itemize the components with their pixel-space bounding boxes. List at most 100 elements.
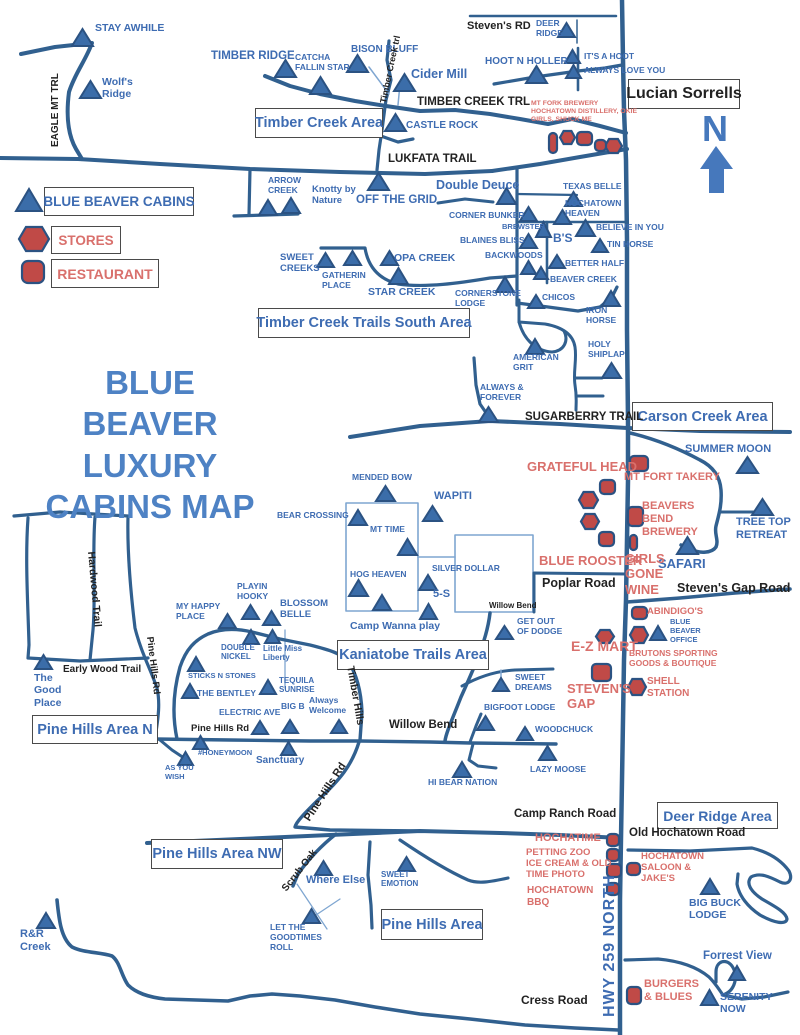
road-old-hochatown bbox=[626, 846, 793, 925]
cabin-marker bbox=[186, 655, 206, 672]
cabin-marker bbox=[494, 274, 516, 293]
label-as-you-wish: AS YOU WISH bbox=[165, 763, 194, 781]
store-marker bbox=[594, 628, 615, 645]
label-burgers-blues: BURGERS & BLUES bbox=[644, 978, 700, 1003]
cabin-marker bbox=[451, 759, 473, 778]
label-poplar-road: Poplar Road bbox=[542, 576, 616, 590]
cabin-marker bbox=[536, 744, 558, 761]
restaurant-marker bbox=[605, 862, 622, 879]
label-lukfata-trail: LUKFATA TRAIL bbox=[388, 153, 477, 165]
label-forrest-view: Forrest View bbox=[703, 950, 772, 962]
cabin-marker bbox=[382, 111, 408, 132]
road-carson-creek-loop bbox=[628, 431, 723, 554]
cabin-marker bbox=[344, 52, 370, 73]
label-steven-s-rd: Steven's RD bbox=[467, 20, 531, 32]
label-shell-station: SHELL STATION bbox=[647, 676, 690, 699]
cabin-marker bbox=[515, 724, 535, 741]
store-marker bbox=[628, 625, 649, 644]
label-grateful-head: GRATEFUL HEAD bbox=[527, 459, 638, 474]
label-hochatown-bbq: HOCHATOWN BBQ bbox=[527, 885, 594, 908]
label-opa-creek: OPA CREEK bbox=[394, 252, 456, 264]
map-title-line2: LUXURY bbox=[82, 446, 218, 484]
label-bear-crossing: BEAR CROSSING bbox=[277, 510, 349, 520]
cabin-marker bbox=[648, 624, 668, 641]
label-chicos: CHICOS bbox=[542, 292, 576, 302]
label-gatherin-place: GATHERIN PLACE bbox=[322, 270, 366, 291]
road-castle-rock bbox=[375, 105, 415, 172]
label-playin-hooky: PLAYIN HOOKY bbox=[237, 581, 269, 602]
label-pine-hills-rd: Pine Hills Rd bbox=[191, 723, 250, 734]
label-eagle-mt-trl: EAGLE MT TRL bbox=[50, 73, 61, 147]
cabin-marker bbox=[600, 288, 622, 307]
cabin-marker bbox=[420, 503, 444, 522]
cabin-marker bbox=[262, 627, 282, 644]
map-title-line3: CABINS MAP bbox=[45, 487, 255, 525]
restaurant-marker bbox=[605, 847, 620, 862]
restaurant-marker bbox=[626, 505, 645, 528]
label-double-deuce: Double Deuce bbox=[436, 178, 520, 192]
cabin-marker bbox=[532, 265, 550, 280]
label-timber-ridge: TIMBER RIDGE bbox=[211, 50, 295, 62]
cabin-marker bbox=[35, 910, 57, 929]
north-arrow-icon bbox=[700, 146, 733, 193]
label-hog-heaven: HOG HEAVEN bbox=[350, 569, 407, 579]
store-marker bbox=[577, 490, 600, 509]
area-box-kaniatobe-trails-area: Kaniatobe Trails Area bbox=[337, 640, 489, 670]
cabin-marker bbox=[341, 249, 363, 266]
label-mended-bow: MENDED BOW bbox=[352, 472, 412, 482]
cabin-marker bbox=[523, 63, 549, 84]
label-always-love-you: ALWAYS LOVE YOU bbox=[584, 65, 666, 75]
cabin-marker bbox=[491, 675, 511, 692]
label-tequila-sunrise: TEQUILA SUNRISE bbox=[279, 676, 315, 695]
label-backwoods: BACKWOODS bbox=[485, 250, 543, 260]
compass-north-label: N bbox=[702, 108, 728, 149]
label-sticks-n-stones: STICKS N STONES bbox=[188, 671, 256, 680]
label-serenity-now: SERENITY NOW bbox=[720, 991, 773, 1016]
cabin-marker bbox=[494, 186, 518, 205]
area-box-lucian-sorrells: Lucian Sorrells bbox=[626, 79, 742, 109]
road-eagle-mt-trl bbox=[19, 41, 94, 161]
label-silver-dollar: SILVER DOLLAR bbox=[432, 563, 500, 573]
label-always-welcome: Always Welcome bbox=[309, 695, 347, 716]
legend-restaurant-label: RESTAURANT bbox=[51, 259, 159, 288]
cabin-marker bbox=[257, 197, 279, 216]
restaurant-marker bbox=[605, 832, 620, 847]
label-b-s: B'S bbox=[553, 231, 573, 245]
label-lazy-moose: LAZY MOOSE bbox=[530, 764, 587, 774]
store-marker bbox=[579, 512, 600, 531]
cabin-marker bbox=[32, 653, 54, 670]
store-marker bbox=[558, 129, 577, 146]
cabin-marker bbox=[562, 47, 582, 64]
cabin-marker bbox=[395, 855, 417, 872]
map-title: BLUE BEAVER LUXURY CABINS MAP bbox=[38, 362, 262, 527]
label-knotty-by-nature: Knotty by Nature bbox=[312, 184, 356, 207]
label-hochatown-saloon-jake-s: HOCHATOWN SALOON & JAKE'S bbox=[641, 851, 704, 885]
road-timber-creek-trl-vertical bbox=[383, 39, 393, 109]
cabin-marker bbox=[518, 258, 538, 275]
cabin-marker bbox=[699, 876, 721, 895]
cabin-marker bbox=[239, 603, 261, 620]
label-bison-bluff: BISON BLUFF bbox=[351, 44, 419, 55]
area-box-deer-ridge-area: Deer Ridge Area bbox=[657, 802, 778, 829]
cabin-marker bbox=[727, 964, 747, 981]
label-stay-awhile: STAY AWHILE bbox=[95, 22, 165, 34]
label-mt-time: MT TIME bbox=[370, 524, 405, 534]
road-american-grit-hook bbox=[517, 320, 568, 354]
label-arrow-creek: ARROW CREEK bbox=[268, 175, 302, 196]
cabin-marker bbox=[77, 78, 103, 99]
restaurant-marker bbox=[630, 605, 649, 620]
label-sanctuary: Sanctuary bbox=[256, 755, 305, 766]
cabin-marker bbox=[517, 232, 539, 249]
cabin-marker bbox=[300, 907, 322, 924]
label-bigfoot-lodge: BIGFOOT LODGE bbox=[484, 702, 556, 712]
cabin-marker bbox=[474, 714, 496, 731]
area-box-timber-creek-trails-south-area: Timber Creek Trails South Area bbox=[256, 308, 472, 338]
map-title-line1: BLUE BEAVER bbox=[82, 364, 218, 443]
area-box-pine-hills-area-nw: Pine Hills Area NW bbox=[151, 839, 283, 869]
store-pill-marker bbox=[547, 131, 558, 154]
label-beavers-bend-brewery: BEAVERS BEND BREWERY bbox=[642, 500, 698, 538]
label-double-nickel: DOUBLE NICKEL bbox=[221, 643, 255, 662]
road-cress bbox=[55, 898, 620, 1032]
label-tin-horse: TIN HORSE bbox=[607, 239, 654, 249]
cabin-marker bbox=[347, 507, 369, 526]
